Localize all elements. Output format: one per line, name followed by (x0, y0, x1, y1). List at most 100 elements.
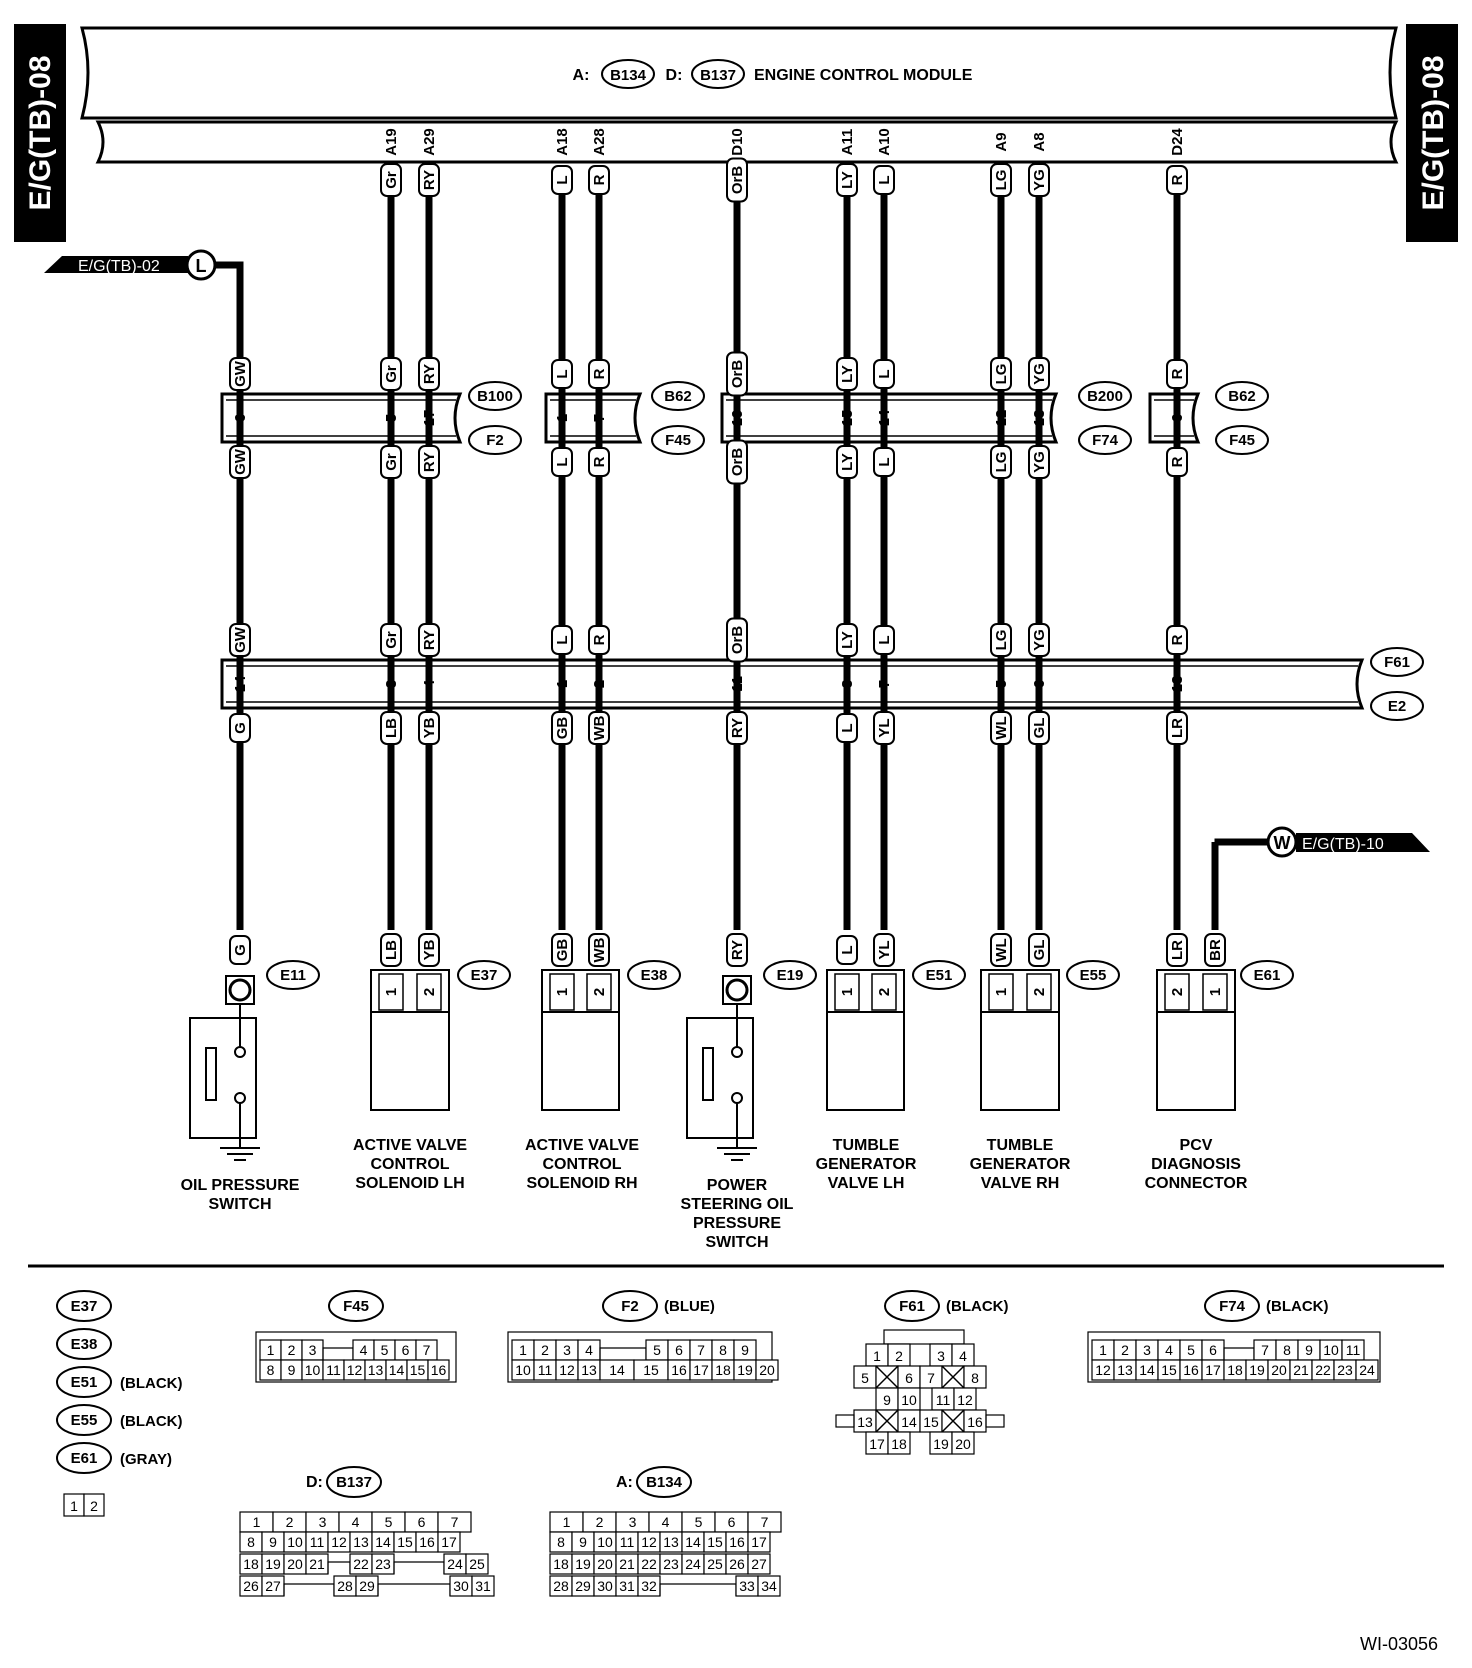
pin-cell: 2 (596, 1514, 604, 1530)
ecm-d-code: B137 (700, 67, 736, 84)
pin-cell: 15 (643, 1362, 659, 1378)
pin-cell: 8 (971, 1370, 979, 1386)
pin-cell: 16 (729, 1534, 745, 1550)
device-pin: 2 (1031, 988, 1048, 996)
pin-cell: 12 (347, 1362, 363, 1378)
ref-left-eg-tb-02[interactable]: E/G(TB)-02 L (44, 249, 244, 345)
wire-end-label-6: L (839, 945, 856, 954)
left-page-tab[interactable]: E/G(TB)-08 (14, 24, 66, 242)
wire-color-bottom-8: WL (993, 716, 1010, 739)
ref-right-eg-tb-10[interactable]: W E/G(TB)-10 (1214, 826, 1430, 858)
pin-cell: 8 (247, 1534, 255, 1550)
device-pin: 1 (554, 988, 571, 996)
pin-cell: 18 (553, 1556, 569, 1572)
pin-cell: 9 (579, 1534, 587, 1550)
ecm-pin-3: A18 (554, 128, 571, 156)
ecm-pin-7: A10 (876, 128, 893, 156)
ecm-pin-5: D10 (729, 128, 746, 156)
right-page-tab[interactable]: E/G(TB)-08 (1406, 24, 1458, 242)
joint-pin-10: 6 (1169, 414, 1186, 422)
joint-pin-9: 13 (1031, 410, 1048, 427)
connector-color: (BLACK) (120, 1413, 182, 1430)
pin-cell: 4 (352, 1514, 360, 1530)
joint-pin-4: 7 (591, 414, 608, 422)
device-name-line: GENERATOR (970, 1156, 1071, 1173)
wire-color-mid2-1: Gr (383, 631, 400, 649)
wire-color-mid2-7: L (876, 635, 893, 644)
device-pin: 2 (421, 988, 438, 996)
connector-color: (BLACK) (120, 1375, 182, 1392)
pin-cell: 17 (441, 1534, 457, 1550)
pin-cell: 23 (663, 1556, 679, 1572)
device-name-line: PRESSURE (693, 1215, 781, 1232)
wire-color-ecm-10: R (1169, 174, 1186, 185)
pin-cell: 16 (431, 1362, 447, 1378)
pin-cell: 29 (575, 1578, 591, 1594)
pin-cell: 16 (1183, 1362, 1199, 1378)
pin-cell: 1 (70, 1498, 78, 1514)
device-name-line: OIL PRESSURE (181, 1177, 300, 1194)
pin-cell: 15 (397, 1534, 413, 1550)
pin-cell: 2 (895, 1348, 903, 1364)
pin-cell: 13 (1117, 1362, 1133, 1378)
pin-cell: 26 (729, 1556, 745, 1572)
wire-color-mid2-6: LY (839, 631, 856, 649)
device-name-line: GENERATOR (816, 1156, 917, 1173)
pin-cell: 7 (1261, 1342, 1269, 1358)
device-name-line: ACTIVE VALVE (353, 1137, 467, 1154)
pin-cell: 12 (641, 1534, 657, 1550)
wire-color-bottom-6: L (839, 723, 856, 732)
pin-cell: 7 (423, 1342, 431, 1358)
wire-color-mid-10: R (1169, 456, 1186, 467)
device-name-line: CONNECTOR (1145, 1175, 1248, 1192)
pin-cell: 11 (1346, 1342, 1361, 1358)
device-pin: 2 (1169, 988, 1186, 996)
wire-color-mid-5: OrB (729, 448, 746, 477)
pin-cell: 20 (287, 1556, 303, 1572)
wire-11[interactable]: BR (1204, 842, 1226, 967)
pin-cell: 17 (869, 1436, 885, 1452)
wire-end-label-0: G (232, 944, 249, 956)
wire-color-mid2-5: OrB (729, 626, 746, 655)
pin-cell: 3 (629, 1514, 637, 1530)
pin-cell: 30 (453, 1578, 469, 1594)
joint-code-top-0: B100 (477, 388, 513, 405)
wire-color-bottom-5: RY (729, 718, 746, 738)
wire-color-top-0: GW (232, 360, 249, 387)
pin-cell: 18 (715, 1362, 731, 1378)
wire-color-top-10: R (1169, 368, 1186, 379)
pin-cell: 13 (581, 1362, 597, 1378)
wire-color-bottom-0: G (232, 722, 249, 734)
joint-code-top-2: B200 (1087, 388, 1123, 405)
wire-color-ecm-8: LG (993, 170, 1010, 191)
joint-pin-3: 1 (554, 414, 571, 422)
device-name-line: SOLENOID RH (526, 1175, 637, 1192)
wire-color-mid-3: L (554, 457, 571, 466)
wire-color-top-2: RY (421, 364, 438, 384)
